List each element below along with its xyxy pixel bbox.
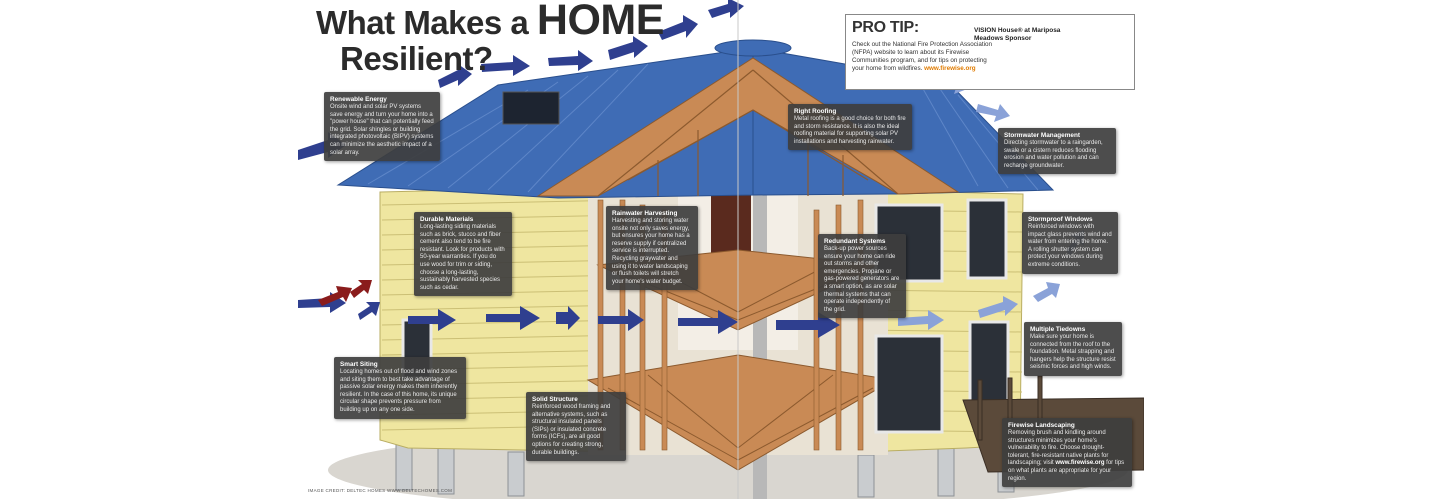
callout-stormwater-management: Stormwater Management Directing stormwat… bbox=[998, 128, 1116, 175]
callout-multiple-tiedowns: Multiple Tiedowns Make sure your home is… bbox=[1024, 322, 1122, 376]
callout-firewise-landscaping: Firewise Landscaping Removing brush and … bbox=[1002, 418, 1132, 488]
callout-right-roofing: Right Roofing Metal roofing is a good ch… bbox=[788, 104, 912, 151]
callout-heading: Rainwater Harvesting bbox=[612, 210, 678, 217]
pro-tip-body: Check out the National Fire Protection A… bbox=[852, 41, 992, 73]
callout-body: Long-lasting siding materials such as br… bbox=[420, 224, 505, 291]
callout-stormproof-windows: Stormproof Windows Reinforced windows wi… bbox=[1022, 212, 1118, 274]
callout-body: Back-up power sources ensure your home c… bbox=[824, 246, 900, 313]
callout-body-text: Removing brush and kindling around struc… bbox=[1008, 430, 1109, 467]
callout-body: Onsite wind and solar PV systems save en… bbox=[330, 104, 434, 156]
roof-trusses bbox=[597, 69, 899, 197]
floor-joists bbox=[607, 264, 874, 461]
title-emphasis: HOME bbox=[536, 0, 665, 44]
callout-body: Reinforced windows with impact glass pre… bbox=[1028, 224, 1112, 268]
poster: What Makes a HOME Resilient? PRO TIP: Ch… bbox=[298, 0, 1144, 499]
firewise-link[interactable]: www.firewise.org bbox=[1055, 460, 1105, 467]
pro-tip-box: PRO TIP: Check out the National Fire Pro… bbox=[845, 14, 1135, 90]
pro-tip-link[interactable]: www.firewise.org bbox=[924, 65, 976, 72]
callout-body: Metal roofing is a good choice for both … bbox=[794, 116, 906, 145]
solar-panel bbox=[502, 91, 560, 125]
callout-heading: Stormwater Management bbox=[1004, 132, 1080, 139]
callout-body: Locating homes out of flood and wind zon… bbox=[340, 369, 458, 413]
pro-tip-heading: PRO TIP: bbox=[852, 19, 919, 36]
pro-tip-text: Check out the National Fire Protection A… bbox=[852, 41, 993, 72]
callout-body-text-after: for tips on what plants are appropriate … bbox=[1008, 460, 1125, 482]
title-line2: Resilient? bbox=[340, 40, 493, 77]
title-line1: What Makes a bbox=[316, 4, 529, 41]
callout-solid-structure: Solid Structure Reinforced wood framing … bbox=[526, 392, 626, 462]
callout-smart-siting: Smart Siting Locating homes out of flood… bbox=[334, 357, 466, 419]
callout-body: Harvesting and storing water onsite not … bbox=[612, 218, 690, 285]
roof-cupola bbox=[714, 39, 792, 57]
callout-body: Reinforced wood framing and alternative … bbox=[532, 404, 611, 456]
callout-heading: Right Roofing bbox=[794, 108, 837, 115]
callout-heading: Durable Materials bbox=[420, 216, 474, 223]
callout-body: Make sure your home is connected from th… bbox=[1030, 334, 1116, 371]
callout-body: Removing brush and kindling around struc… bbox=[1008, 430, 1126, 483]
page-title: What Makes a HOME Resilient? bbox=[316, 0, 665, 77]
callout-body: Directing stormwater to a raingarden, sw… bbox=[1004, 140, 1103, 169]
callout-renewable-energy: Renewable Energy Onsite wind and solar P… bbox=[324, 92, 440, 162]
wind-arrows bbox=[298, 0, 840, 338]
callout-heading: Solid Structure bbox=[532, 396, 578, 403]
callout-heading: Smart Siting bbox=[340, 361, 378, 368]
callout-heading: Multiple Tiedowns bbox=[1030, 326, 1086, 333]
callout-redundant-systems: Redundant Systems Back-up power sources … bbox=[818, 234, 906, 319]
image-credit: IMAGE CREDIT: DELTEC HOMES WWW.DELTECHOM… bbox=[308, 488, 453, 493]
callout-heading: Redundant Systems bbox=[824, 238, 886, 245]
heat-arrows bbox=[318, 280, 372, 306]
callout-durable-materials: Durable Materials Long-lasting siding ma… bbox=[414, 212, 512, 297]
callout-heading: Renewable Energy bbox=[330, 96, 387, 103]
pro-tip-sponsor: VISION House® at Mariposa Meadows Sponso… bbox=[974, 27, 1061, 42]
callout-heading: Stormproof Windows bbox=[1028, 216, 1093, 223]
callout-heading: Firewise Landscaping bbox=[1008, 422, 1075, 429]
callout-rainwater-harvesting: Rainwater Harvesting Harvesting and stor… bbox=[606, 206, 698, 291]
